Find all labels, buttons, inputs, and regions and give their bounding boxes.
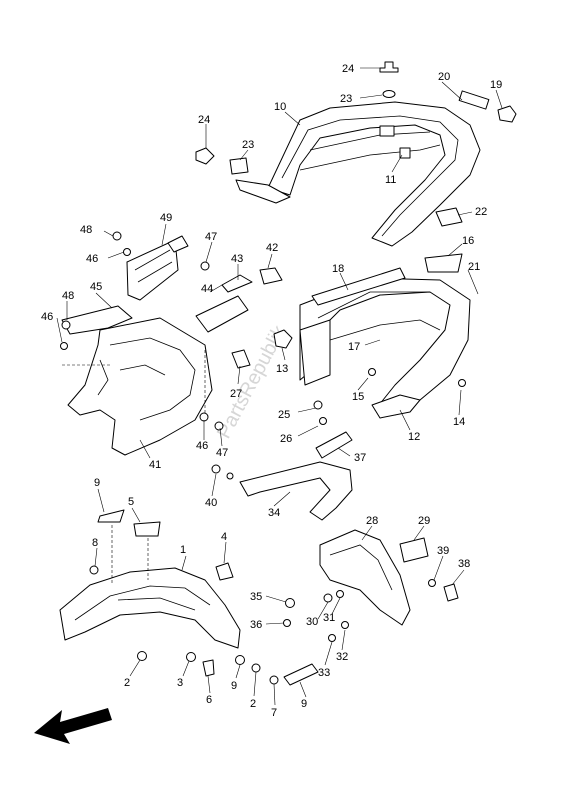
callout-46-mid: 46 <box>196 440 208 452</box>
callout-11: 11 <box>385 174 396 186</box>
front-fender <box>59 509 319 686</box>
callout-23-top: 23 <box>340 93 352 105</box>
callout-3: 3 <box>177 677 183 689</box>
callout-2-right: 2 <box>250 698 256 710</box>
callout-2-left: 2 <box>124 677 130 689</box>
callout-38: 38 <box>458 558 470 570</box>
callout-5: 5 <box>128 496 134 508</box>
callout-41: 41 <box>149 459 161 471</box>
callout-15: 15 <box>352 391 364 403</box>
callout-4: 4 <box>221 531 227 543</box>
callout-45: 45 <box>90 281 102 293</box>
callout-39: 39 <box>437 545 449 557</box>
callout-9-mid: 9 <box>231 680 237 692</box>
callout-43: 43 <box>231 253 243 265</box>
callout-18: 18 <box>332 263 344 275</box>
callout-25: 25 <box>278 409 290 421</box>
callout-48-top: 48 <box>80 224 92 236</box>
callout-13: 13 <box>276 363 288 375</box>
callout-35: 35 <box>250 591 262 603</box>
tail-cowling-right <box>273 253 471 425</box>
callout-1: 1 <box>180 544 186 556</box>
callout-22: 22 <box>475 206 487 218</box>
callout-30: 30 <box>306 616 318 628</box>
callout-8: 8 <box>92 537 98 549</box>
callout-46-left: 46 <box>41 311 53 323</box>
grab-bar <box>195 61 517 247</box>
callout-47-top: 47 <box>205 231 217 243</box>
callout-29: 29 <box>418 515 430 527</box>
callout-26: 26 <box>280 433 292 445</box>
callout-17: 17 <box>348 341 360 353</box>
callout-37: 37 <box>354 452 366 464</box>
callout-27: 27 <box>230 388 242 400</box>
callout-34: 34 <box>268 507 280 519</box>
callout-32: 32 <box>336 651 348 663</box>
callout-42: 42 <box>266 242 278 254</box>
callout-9-right: 9 <box>301 698 307 710</box>
callout-20: 20 <box>438 71 450 83</box>
callout-46-top: 46 <box>86 253 98 265</box>
callout-47-mid: 47 <box>216 447 228 459</box>
callout-7: 7 <box>271 707 277 719</box>
callout-24-left: 24 <box>198 114 210 126</box>
direction-arrow-icon <box>34 708 112 744</box>
callout-49: 49 <box>160 212 172 224</box>
callout-14: 14 <box>453 416 465 428</box>
callout-33: 33 <box>318 667 330 679</box>
bracket <box>211 431 353 521</box>
callout-10: 10 <box>274 101 286 113</box>
callout-36: 36 <box>250 619 262 631</box>
callout-48-left: 48 <box>62 290 74 302</box>
callout-6: 6 <box>206 694 212 706</box>
callout-31: 31 <box>323 612 335 624</box>
callouts: 24 20 19 23 10 24 23 11 22 49 48 47 16 4… <box>41 63 502 719</box>
callout-19: 19 <box>490 79 502 91</box>
callout-12: 12 <box>408 431 420 443</box>
callout-28: 28 <box>366 515 378 527</box>
callout-24-top: 24 <box>342 63 354 75</box>
side-cover-left <box>60 231 283 456</box>
callout-16: 16 <box>462 235 474 247</box>
leader-lines <box>56 67 503 706</box>
callout-21: 21 <box>468 261 480 273</box>
callout-23-left: 23 <box>242 139 254 151</box>
callout-40: 40 <box>205 497 217 509</box>
rear-fender-bracket <box>283 529 459 642</box>
callout-44: 44 <box>201 283 213 295</box>
callout-9-top: 9 <box>94 477 100 489</box>
